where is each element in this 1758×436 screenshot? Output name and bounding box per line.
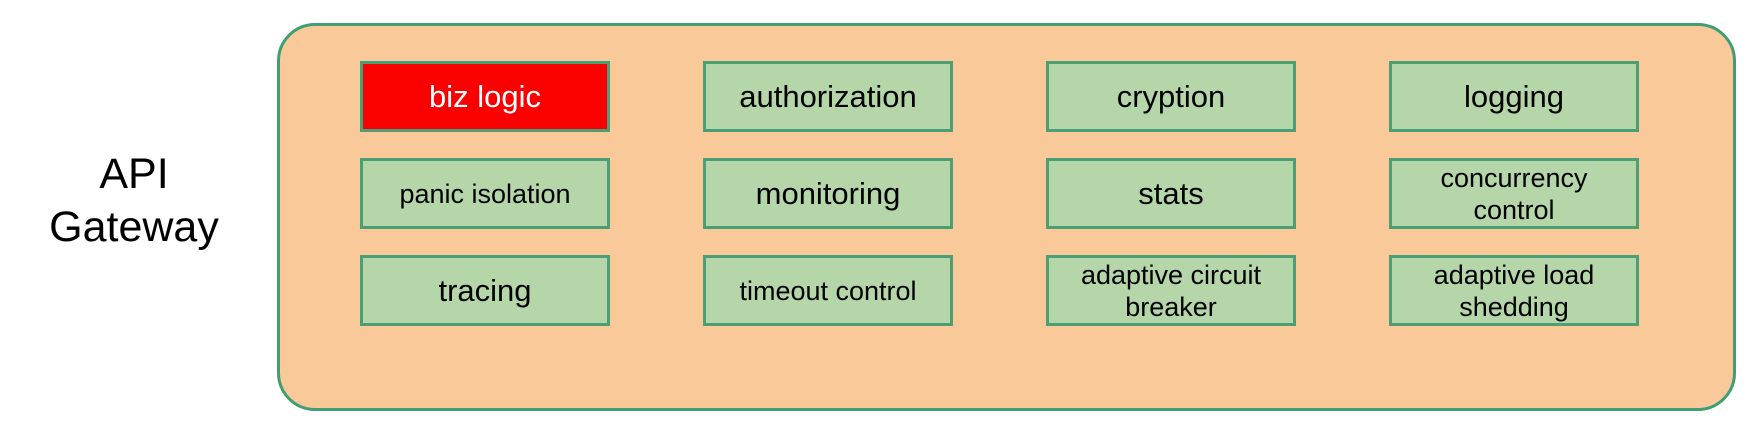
capability-box-panic-isolation[interactable]: panic isolation: [360, 158, 610, 229]
capability-box-authorization[interactable]: authorization: [703, 61, 953, 132]
capability-box-adaptive-circuit-breaker[interactable]: adaptive circuit breaker: [1046, 255, 1296, 326]
capability-box-stats[interactable]: stats: [1046, 158, 1296, 229]
api-gateway-label: API Gateway: [49, 150, 219, 251]
capability-box-timeout-control[interactable]: timeout control: [703, 255, 953, 326]
capability-box-biz-logic[interactable]: biz logic: [360, 61, 610, 132]
capability-box-monitoring[interactable]: monitoring: [703, 158, 953, 229]
capability-box-tracing[interactable]: tracing: [360, 255, 610, 326]
capability-box-cryption[interactable]: cryption: [1046, 61, 1296, 132]
capability-grid: biz logic authorization cryption logging pan…: [360, 61, 1639, 326]
capability-box-adaptive-load-shedding[interactable]: adaptive load shedding: [1389, 255, 1639, 326]
capability-box-logging[interactable]: logging: [1389, 61, 1639, 132]
capability-box-concurrency-control[interactable]: concurrency control: [1389, 158, 1639, 229]
